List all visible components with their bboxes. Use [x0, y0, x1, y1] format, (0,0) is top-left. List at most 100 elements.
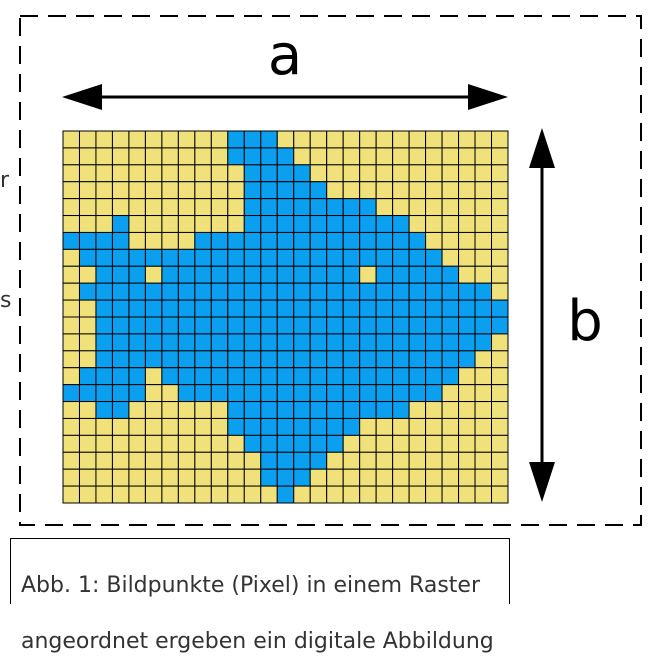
pixel-background	[408, 451, 427, 470]
pixel-foreground	[128, 299, 146, 318]
pixel-background	[144, 468, 163, 487]
pixel-background	[474, 451, 493, 470]
pixel-background	[210, 401, 229, 419]
pixel-background	[128, 231, 146, 250]
pixel-foreground	[408, 333, 427, 352]
pixel-foreground	[227, 248, 245, 267]
pixel-foreground	[243, 434, 262, 453]
pixel-foreground	[309, 181, 328, 200]
pixel-foreground	[293, 164, 311, 183]
pixel-foreground	[144, 333, 163, 352]
pixel-background	[243, 451, 262, 470]
pixel-foreground	[276, 181, 295, 200]
pixel-foreground	[293, 401, 311, 419]
pixel-foreground	[474, 282, 493, 301]
pixel-background	[144, 147, 163, 166]
pixel-background	[144, 384, 163, 403]
pixel-foreground	[326, 198, 344, 217]
height-arrow	[529, 128, 555, 502]
pixel-background	[111, 164, 130, 183]
pixel-background	[326, 130, 344, 149]
pixel-background	[392, 485, 410, 504]
pixel-background	[128, 468, 146, 487]
pixel-background	[95, 198, 113, 217]
pixel-foreground	[243, 164, 262, 183]
pixel-background	[359, 181, 377, 200]
pixel-foreground	[309, 417, 328, 436]
pixel-foreground	[425, 367, 443, 386]
pixel-background	[62, 215, 80, 233]
pixel-background	[210, 198, 229, 217]
pixel-background	[408, 417, 427, 436]
pixel-background	[161, 485, 179, 504]
pixel-foreground	[342, 231, 361, 250]
pixel-foreground	[491, 299, 509, 318]
pixel-foreground	[227, 401, 245, 419]
pixel-background	[62, 265, 80, 284]
pixel-foreground	[177, 265, 196, 284]
pixel-foreground	[260, 282, 278, 301]
pixel-background	[441, 130, 460, 149]
pixel-background	[458, 451, 476, 470]
pixel-background	[95, 468, 113, 487]
pixel-background	[491, 434, 509, 453]
pixel-background	[441, 164, 460, 183]
pixel-foreground	[392, 384, 410, 403]
pixel-foreground	[342, 367, 361, 386]
pixel-background	[392, 468, 410, 487]
pixel-foreground	[194, 333, 212, 352]
pixel-background	[491, 282, 509, 301]
pixel-background	[342, 181, 361, 200]
pixel-background	[458, 265, 476, 284]
pixel-foreground	[177, 350, 196, 369]
pixel-background	[128, 130, 146, 149]
pixel-background	[95, 181, 113, 200]
pixel-background	[144, 164, 163, 183]
pixel-foreground	[78, 367, 97, 386]
pixel-foreground	[260, 367, 278, 386]
pixel-background	[425, 451, 443, 470]
pixel-background	[326, 468, 344, 487]
dashed-frame	[19, 15, 642, 526]
pixel-background	[144, 231, 163, 250]
pixel-foreground	[408, 231, 427, 250]
pixel-background	[144, 485, 163, 504]
pixel-foreground	[111, 231, 130, 250]
pixel-background	[359, 164, 377, 183]
pixel-background	[474, 265, 493, 284]
pixel-background	[491, 417, 509, 436]
pixel-background	[227, 164, 245, 183]
pixel-background	[210, 130, 229, 149]
pixel-foreground	[392, 248, 410, 267]
pixel-foreground	[425, 350, 443, 369]
pixel-foreground	[144, 299, 163, 318]
pixel-background	[210, 147, 229, 166]
pixel-background	[144, 401, 163, 419]
pixel-foreground	[111, 316, 130, 335]
pixel-background	[62, 350, 80, 369]
pixel-background	[194, 164, 212, 183]
pixel-foreground	[260, 468, 278, 487]
pixel-foreground	[194, 316, 212, 335]
pixel-background	[425, 147, 443, 166]
pixel-foreground	[293, 215, 311, 233]
pixel-background	[78, 265, 97, 284]
caption-line-2: angeordnet ergeben ein digitale Abbildun…	[21, 629, 494, 654]
pixel-background	[474, 401, 493, 419]
pixel-foreground	[260, 198, 278, 217]
pixel-background	[474, 181, 493, 200]
pixel-background	[441, 384, 460, 403]
pixel-foreground	[309, 265, 328, 284]
pixel-foreground	[128, 282, 146, 301]
pixel-foreground	[243, 384, 262, 403]
pixel-background	[491, 198, 509, 217]
pixel-foreground	[375, 282, 394, 301]
pixel-foreground	[243, 417, 262, 436]
pixel-foreground	[177, 299, 196, 318]
pixel-foreground	[95, 231, 113, 250]
pixel-background	[95, 215, 113, 233]
pixel-foreground	[392, 282, 410, 301]
pixel-foreground	[111, 350, 130, 369]
pixel-background	[408, 215, 427, 233]
pixel-foreground	[293, 333, 311, 352]
